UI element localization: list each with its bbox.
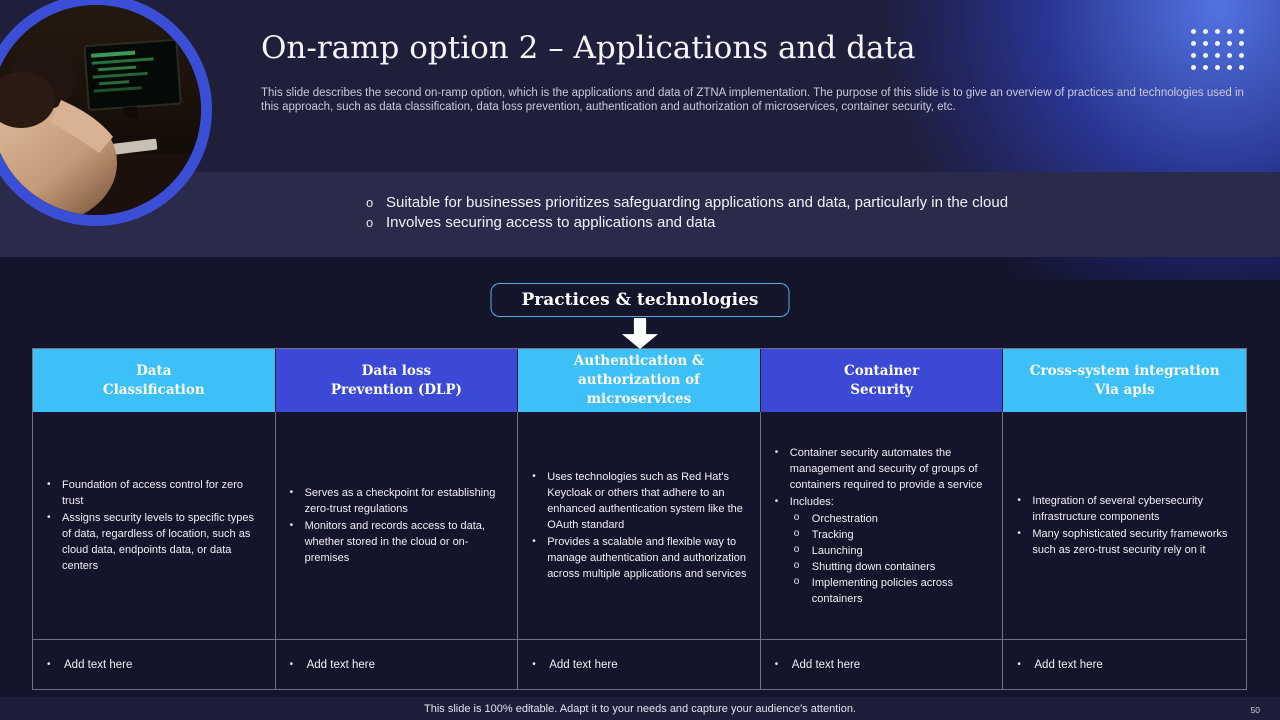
arrow-down-icon [622, 318, 658, 349]
header-line: authorization of [578, 372, 700, 388]
add-text-cell[interactable]: Add text here [33, 639, 276, 689]
table-bullet: Includes: [774, 494, 990, 510]
table-bullet: Many sophisticated security frameworks s… [1016, 526, 1233, 558]
practices-technologies-banner: Practices & technologies [490, 283, 790, 317]
table-header-data-classification: Data Classification [33, 349, 276, 412]
slide-subtitle: This slide describes the second on-ramp … [261, 87, 1244, 113]
add-text-placeholder[interactable]: Add text here [531, 659, 617, 671]
dots-grid-icon [1191, 29, 1244, 70]
add-text-cell[interactable]: Add text here [760, 639, 1004, 689]
table-header-cross-system-integration: Cross-system integration Via apis [1003, 349, 1246, 412]
table-sub-bullet: Implementing policies across containers [774, 574, 990, 607]
header-line: Classification [102, 381, 205, 398]
add-text-cell[interactable]: Add text here [518, 639, 761, 689]
table-body-data-classification: Foundation of access control for zero tr… [33, 412, 276, 639]
table-sub-bullet: Shutting down containers [774, 558, 990, 575]
photo-illustration [0, 5, 201, 215]
person-at-computer-photo [0, 0, 212, 226]
add-text-placeholder[interactable]: Add text here [289, 659, 375, 671]
table-sub-bullet: Launching [774, 542, 990, 559]
table-bullet: Container security automates the managem… [774, 445, 990, 493]
header-line: Cross-system integration [1029, 362, 1220, 379]
add-text-cell[interactable]: Add text here [1003, 639, 1246, 689]
add-text-placeholder[interactable]: Add text here [774, 659, 860, 671]
table-body-container-security: Container security automates the managem… [761, 412, 1004, 639]
table-body-data-loss-prevention: Serves as a checkpoint for establishing … [276, 412, 519, 639]
header-line: Authentication & [573, 353, 705, 369]
header-line: microservices [586, 391, 692, 407]
table-header-data-loss-prevention: Data loss Prevention (DLP) [275, 349, 519, 412]
table-bullet: Monitors and records access to data, whe… [289, 518, 505, 566]
table-bullet: Uses technologies such as Red Hat's Keyc… [531, 469, 747, 533]
table-bullet: Integration of several cybersecurity inf… [1016, 493, 1233, 525]
header-line: Data loss [361, 362, 432, 379]
slide-title: On-ramp option 2 – Applications and data [261, 30, 916, 66]
header-line: Container [843, 362, 920, 379]
table-bullet: Foundation of access control for zero tr… [46, 477, 262, 509]
intro-bullet: Involves securing access to applications… [366, 213, 1008, 233]
table-body-authentication-authorization: Uses technologies such as Red Hat's Keyc… [518, 412, 761, 639]
table-header-container-security: Container Security [760, 349, 1004, 412]
header-line: Via apis [1094, 381, 1155, 398]
header-line: Prevention (DLP) [330, 381, 462, 398]
header-band [0, 0, 1280, 280]
intro-bullet-list: Suitable for businesses prioritizes safe… [366, 193, 1008, 233]
table-body-cross-system-integration: Integration of several cybersecurity inf… [1003, 412, 1246, 639]
table-bullet: Assigns security levels to specific type… [46, 510, 262, 574]
table-sub-bullet: Tracking [774, 526, 990, 543]
add-text-cell[interactable]: Add text here [275, 639, 519, 689]
practices-table: Data Classification Data loss Prevention… [32, 348, 1247, 690]
table-sub-bullet: Orchestration [774, 510, 990, 527]
table-header-authentication-authorization: Authentication & authorization of micros… [518, 349, 761, 412]
header-line: Data [136, 362, 172, 379]
page-number: 50 [1250, 705, 1260, 715]
intro-bullet: Suitable for businesses prioritizes safe… [366, 193, 1008, 213]
table-bullet: Serves as a checkpoint for establishing … [289, 485, 505, 517]
footer-note: This slide is 100% editable. Adapt it to… [0, 697, 1280, 720]
header-line: Security [850, 381, 913, 398]
add-text-placeholder[interactable]: Add text here [46, 659, 132, 671]
add-text-placeholder[interactable]: Add text here [1016, 659, 1102, 671]
table-bullet: Provides a scalable and flexible way to … [531, 534, 747, 582]
